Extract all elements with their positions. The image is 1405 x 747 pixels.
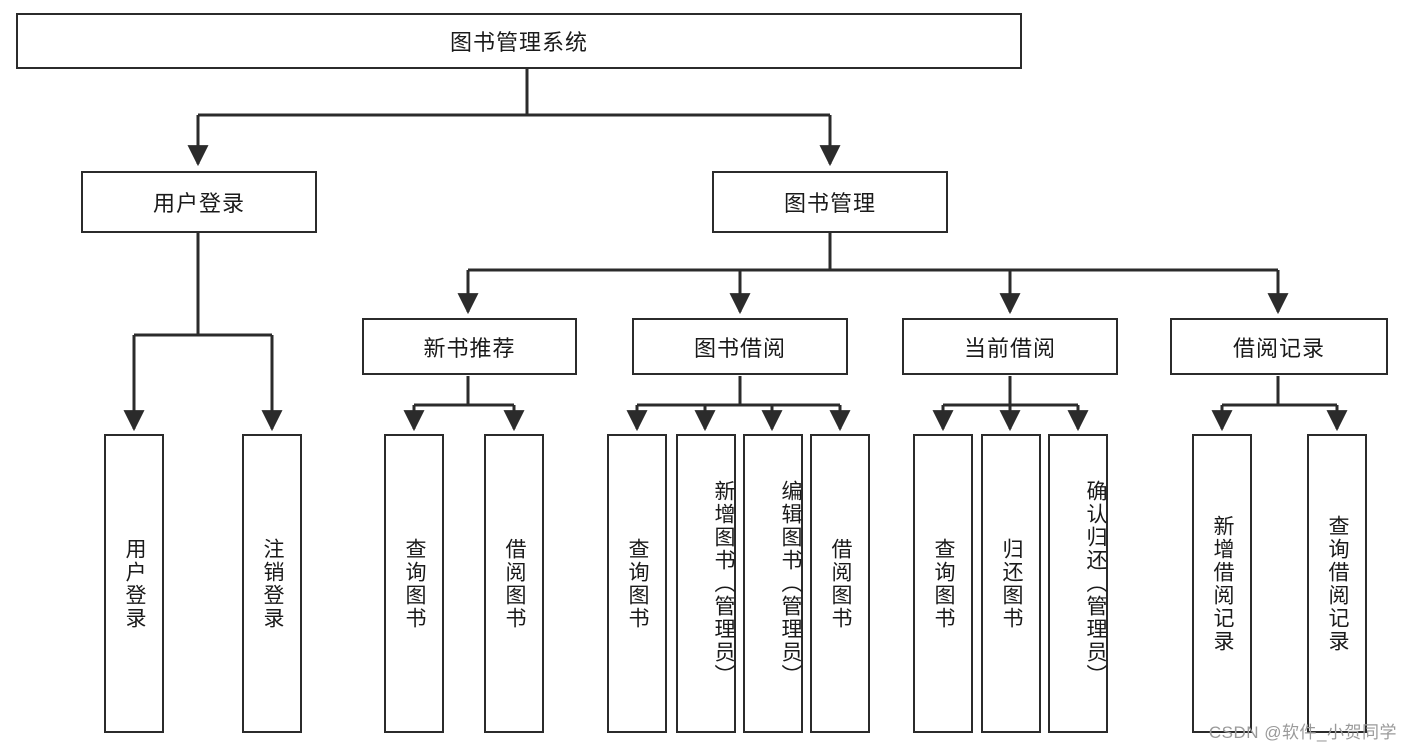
node-new-book-recommendation[interactable]: 新书推荐 (362, 318, 577, 375)
leaf-current-borrow-confirm-return-admin[interactable]: 确认归还（管理员） (1048, 434, 1108, 733)
node-book-borrowing[interactable]: 图书借阅 (632, 318, 848, 375)
leaf-current-borrow-query-books[interactable]: 查询图书 (913, 434, 973, 733)
csdn-watermark: CSDN @软件_小贺同学 (1208, 723, 1397, 742)
leaf-user-login-signout[interactable]: 注销登录 (242, 434, 302, 733)
leaf-book-borrow-edit-book-admin[interactable]: 编辑图书（管理员） (743, 434, 803, 733)
leaf-borrow-record-query-record[interactable]: 查询借阅记录 (1307, 434, 1367, 733)
leaf-book-borrow-query-books[interactable]: 查询图书 (607, 434, 667, 733)
node-current-borrowing[interactable]: 当前借阅 (902, 318, 1118, 375)
leaf-new-book-borrow-books[interactable]: 借阅图书 (484, 434, 544, 733)
node-borrow-records[interactable]: 借阅记录 (1170, 318, 1388, 375)
leaf-user-login-signin[interactable]: 用户登录 (104, 434, 164, 733)
leaf-new-book-query-books[interactable]: 查询图书 (384, 434, 444, 733)
leaf-book-borrow-add-book-admin[interactable]: 新增图书（管理员） (676, 434, 736, 733)
leaf-current-borrow-return-books[interactable]: 归还图书 (981, 434, 1041, 733)
leaf-book-borrow-borrow-books[interactable]: 借阅图书 (810, 434, 870, 733)
node-book-management[interactable]: 图书管理 (712, 171, 948, 233)
leaf-borrow-record-add-record[interactable]: 新增借阅记录 (1192, 434, 1252, 733)
node-root-book-management-system[interactable]: 图书管理系统 (16, 13, 1022, 69)
node-user-login[interactable]: 用户登录 (81, 171, 317, 233)
